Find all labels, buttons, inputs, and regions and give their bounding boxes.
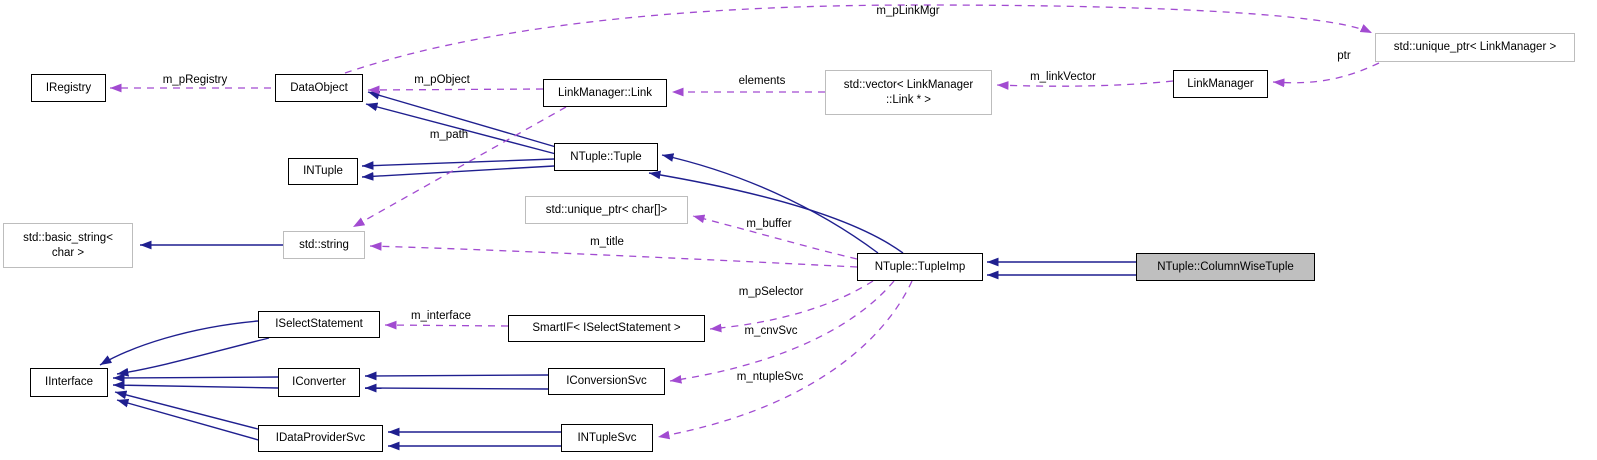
edge-label-m-title: m_title bbox=[590, 236, 624, 248]
class-node-smartif-iselectstatement[interactable]: SmartIF< ISelectStatement > bbox=[508, 315, 705, 342]
edge-tupleimp-tuple-2 bbox=[648, 170, 904, 254]
class-node-label: std::vector< LinkManager bbox=[843, 78, 974, 91]
class-node-std-vector-link: std::vector< LinkManager::Link * > bbox=[825, 70, 992, 115]
edge-iconverter-iinterface-2 bbox=[112, 380, 279, 390]
class-node-iselectstatement[interactable]: ISelectStatement bbox=[258, 311, 380, 338]
edge-label-m-plinkmgr: m_pLinkMgr bbox=[876, 5, 940, 17]
class-node-label: NTuple::ColumnWiseTuple bbox=[1157, 260, 1294, 273]
class-node-iconverter[interactable]: IConverter bbox=[278, 368, 360, 397]
class-node-intuple[interactable]: INTuple bbox=[288, 158, 358, 185]
class-node-label: IConverter bbox=[292, 376, 346, 389]
class-node-label: IRegistry bbox=[45, 81, 92, 94]
class-node-label: DataObject bbox=[290, 81, 348, 94]
class-node-label: IConversionSvc bbox=[566, 375, 647, 388]
class-node-dataobject[interactable]: DataObject bbox=[275, 74, 363, 102]
edge-label-m-ntuplesvc: m_ntupleSvc bbox=[736, 371, 804, 383]
class-node-label: INTupleSvc bbox=[577, 431, 637, 444]
class-node-std-string: std::string bbox=[283, 231, 365, 259]
edge-tuple-dataobject-2 bbox=[365, 102, 557, 155]
edge-m-pselector bbox=[709, 280, 874, 333]
edge-iselect-iinterface-2 bbox=[116, 337, 270, 377]
edge-label-m-pselector: m_pSelector bbox=[738, 286, 804, 298]
edge-tuple-dataobject-1 bbox=[367, 91, 557, 148]
edge-label-m-path: m_path bbox=[429, 129, 469, 141]
class-node-iregistry[interactable]: IRegistry bbox=[31, 74, 106, 102]
class-node-iconversionsvc[interactable]: IConversionSvc bbox=[548, 368, 665, 395]
edge-label-m-pregistry: m_pRegistry bbox=[162, 74, 228, 86]
class-node-label: std::string bbox=[299, 238, 349, 251]
edge-m-pobject bbox=[367, 85, 544, 95]
class-node-label: IInterface bbox=[45, 376, 93, 389]
class-node-iinterface[interactable]: IInterface bbox=[30, 368, 108, 397]
edge-m-ntuplesvc bbox=[657, 280, 913, 440]
inheritance-edges bbox=[99, 91, 1136, 451]
class-node-label: ISelectStatement bbox=[275, 318, 363, 331]
edge-m-interface bbox=[384, 320, 509, 330]
edge-label-m-cnvsvc: m_cnvSvc bbox=[744, 325, 798, 337]
class-node-label: LinkManager::Link bbox=[558, 86, 652, 99]
edge-iconverter-iinterface-1 bbox=[112, 373, 279, 383]
edge-idataprovider-iinterface-1 bbox=[114, 390, 259, 430]
edge-label-m-buffer: m_buffer bbox=[746, 218, 792, 230]
edge-idataprovider-iinterface-2 bbox=[116, 398, 263, 442]
class-node-ntuple-columnwisetuple: NTuple::ColumnWiseTuple bbox=[1136, 253, 1315, 281]
edge-iconversionsvc-iconverter-2 bbox=[364, 383, 549, 393]
class-node-label: std::basic_string< bbox=[23, 231, 113, 244]
edge-tupleimp-tuple-1 bbox=[661, 153, 879, 254]
edge-label-m-pobject: m_pObject bbox=[414, 74, 470, 86]
class-node-idataprovidersvc[interactable]: IDataProviderSvc bbox=[258, 425, 383, 452]
edge-m-title bbox=[369, 241, 858, 268]
edge-ptr bbox=[1272, 62, 1380, 88]
edge-m-linkvector bbox=[996, 80, 1174, 90]
edge-label-m-interface: m_interface bbox=[410, 310, 472, 322]
class-node-linkmanager[interactable]: LinkManager bbox=[1173, 70, 1268, 98]
class-node-label: SmartIF< ISelectStatement > bbox=[532, 322, 681, 335]
edge-tuple-intuple-2 bbox=[361, 165, 555, 181]
class-node-label: IDataProviderSvc bbox=[275, 432, 366, 445]
class-node-label: std::unique_ptr< LinkManager > bbox=[1393, 41, 1557, 54]
class-node-std-basic-string: std::basic_string<char > bbox=[3, 223, 133, 268]
class-node-ntuple-tuple[interactable]: NTuple::Tuple bbox=[554, 143, 658, 171]
class-node-label: NTuple::TupleImp bbox=[874, 260, 966, 273]
class-node-label: char > bbox=[51, 246, 85, 259]
class-node-label: INTuple bbox=[303, 165, 343, 178]
class-node-std-unique-ptr-char: std::unique_ptr< char[]> bbox=[525, 196, 688, 224]
edge-label-ptr: ptr bbox=[1337, 50, 1351, 62]
edge-m-cnvsvc bbox=[669, 280, 895, 384]
edge-m-plinkmgr bbox=[344, 4, 1373, 74]
class-node-label: NTuple::Tuple bbox=[570, 150, 642, 163]
class-node-linkmanager-link[interactable]: LinkManager::Link bbox=[543, 79, 667, 107]
edge-m-path bbox=[352, 106, 567, 228]
edge-m-buffer bbox=[692, 214, 858, 260]
edge-tuple-intuple-1 bbox=[361, 158, 555, 170]
edge-label-elements: elements bbox=[738, 75, 786, 87]
edge-iselect-iinterface-1 bbox=[99, 320, 259, 366]
class-node-label: ::Link * > bbox=[885, 93, 932, 106]
usage-edges bbox=[110, 4, 1380, 440]
class-node-intuplesvc[interactable]: INTupleSvc bbox=[561, 424, 653, 452]
edge-label-m-linkvector: m_linkVector bbox=[1030, 71, 1096, 83]
class-node-label: LinkManager bbox=[1187, 77, 1254, 90]
class-node-ntuple-tupleimp[interactable]: NTuple::TupleImp bbox=[857, 253, 983, 281]
edge-iconversionsvc-iconverter-1 bbox=[364, 371, 549, 381]
class-node-label: std::unique_ptr< char[]> bbox=[545, 203, 668, 216]
class-node-std-unique-ptr-linkmanager: std::unique_ptr< LinkManager > bbox=[1375, 33, 1575, 62]
